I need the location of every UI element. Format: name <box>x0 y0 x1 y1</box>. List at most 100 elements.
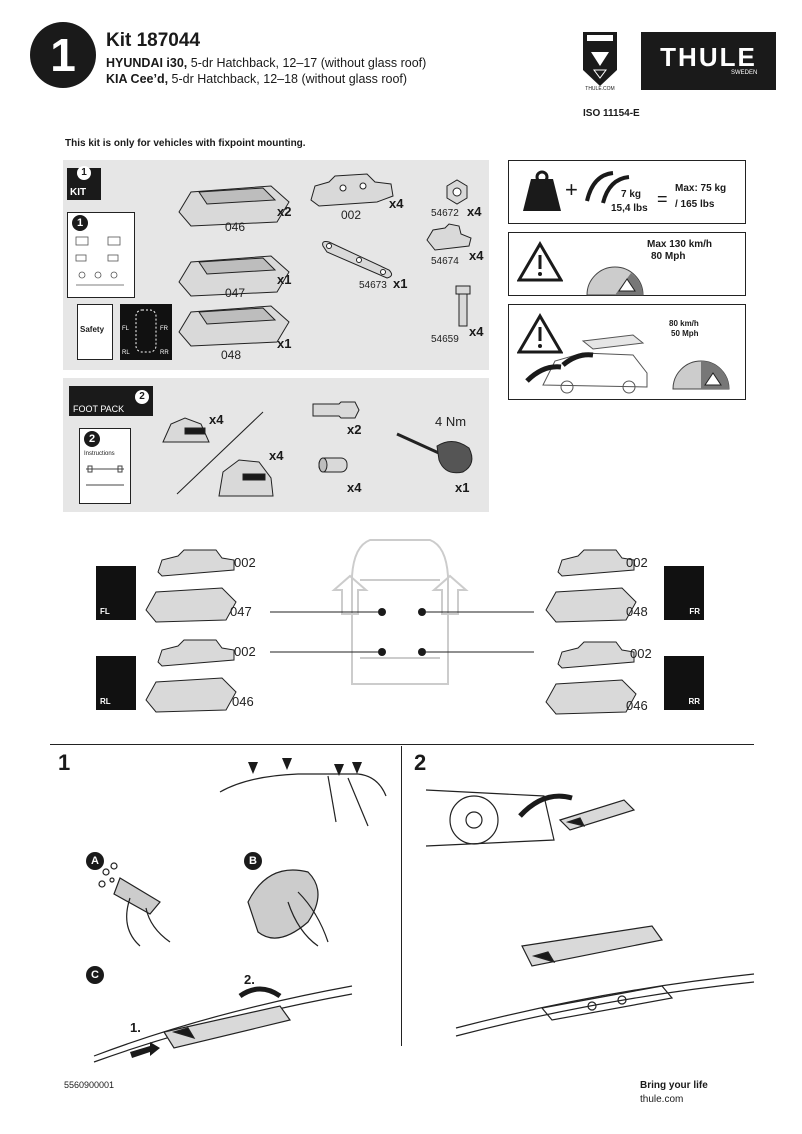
fr-bottom-part: 048 <box>626 604 648 619</box>
fr-top-part: 002 <box>626 555 648 570</box>
sub-step-c-badge: C <box>86 966 104 984</box>
arrow-label-1: 1. <box>130 1020 141 1035</box>
foot-b-qty: x4 <box>269 448 284 463</box>
fixpoint-notice: This kit is only for vehicles with fixpo… <box>65 138 306 149</box>
part-label-047: 047 <box>225 286 246 300</box>
lock-cylinder-icon <box>318 457 348 473</box>
hand-wiping-drawing <box>247 869 329 947</box>
max-speed: Max 130 km/h <box>647 239 713 250</box>
part-label-54659: 54659 <box>431 334 459 345</box>
kit-box-icon: 1 KIT <box>67 166 101 200</box>
rl-bottom-part: 046 <box>232 694 254 709</box>
equals-sign: = <box>657 189 668 209</box>
bracket-002-drawing <box>310 173 394 207</box>
sub-step-b-badge: B <box>244 852 262 870</box>
load-warning-box: + 7 kg 15,4 lbs = Max: 75 kg / 165 lbs <box>508 160 746 224</box>
foot-pack-panel: 2 FOOT PACK 2 Instructions x4 x4 x2 x4 4… <box>63 378 489 512</box>
bolt-54659-drawing <box>455 285 471 327</box>
foot-pack-box-icon: 2 FOOT PACK <box>69 386 153 416</box>
part-label-54674: 54674 <box>431 256 459 267</box>
position-tag-rl: RL <box>96 656 136 710</box>
sub-step-a-badge: A <box>86 852 104 870</box>
rr-bottom-part: 046 <box>626 698 648 713</box>
part-label-046: 046 <box>225 220 246 234</box>
safety-booklet: Safety <box>77 304 113 360</box>
peel-protective-film-drawing <box>93 985 353 1063</box>
rl-top-part: 002 <box>234 644 256 659</box>
position-tag-rr: RR <box>664 656 704 710</box>
diagonal-divider <box>176 411 264 495</box>
car-with-load-drawing <box>525 334 648 394</box>
roof-weight-lbs: 15,4 lbs <box>611 203 648 214</box>
guarantee-shield-icon <box>581 30 619 92</box>
part-label-048: 048 <box>221 348 242 362</box>
weight-icon <box>523 170 561 211</box>
arrow-label-2: 2. <box>244 972 255 987</box>
guarantee-url: THULE.COM <box>585 86 615 92</box>
vehicle-line-2: KIA Cee’d, 5-dr Hatchback, 12–18 (withou… <box>106 72 408 86</box>
foot-a-qty: x4 <box>209 412 224 427</box>
part-qty-048: x1 <box>277 336 292 351</box>
iso-standard: ISO 11154-E <box>583 108 640 119</box>
foot-pack-instructions-booklet: 2 Instructions <box>79 428 131 504</box>
feet-drawing <box>162 417 274 497</box>
torque-label: 4 Nm <box>435 414 467 429</box>
part-qty-54673: x1 <box>393 276 408 291</box>
part-qty-047: x1 <box>277 272 292 287</box>
speed-warning-box: Max 130 km/h 80 Mph <box>508 232 746 296</box>
steps-divider-horizontal <box>50 744 754 745</box>
footer-tagline: Bring your life <box>640 1080 708 1091</box>
fl-top-part: 002 <box>234 555 256 570</box>
position-tag-fl: FL <box>96 566 136 620</box>
step-1-number: 1 <box>58 750 71 775</box>
torque-tool-icon <box>396 432 473 474</box>
document-code: 5560900001 <box>64 1080 115 1090</box>
part-label-002: 002 <box>341 208 362 222</box>
max-speed-mph: 80 Mph <box>651 251 686 262</box>
vehicle-line-1: HYUNDAI i30, 5-dr Hatchback, 12–17 (with… <box>106 56 427 70</box>
rr-foot-assembly-drawing <box>545 641 637 715</box>
rr-top-part: 002 <box>630 646 652 661</box>
fl-foot-assembly-drawing <box>145 549 237 623</box>
rl-foot-assembly-drawing <box>145 639 237 713</box>
placement-leader-lines <box>270 611 534 653</box>
position-diagram: FL FR RL RR <box>120 304 172 360</box>
fr-foot-assembly-drawing <box>545 549 637 623</box>
part-qty-54674: x4 <box>469 248 484 263</box>
warning-triangle-icon <box>517 313 563 354</box>
footer-url: thule.com <box>640 1094 684 1105</box>
max-load-lbs: / 165 lbs <box>675 199 715 210</box>
key-icon <box>312 401 360 419</box>
roof-bars-icon <box>585 171 630 204</box>
key-qty: x2 <box>347 422 362 437</box>
clip-54674-drawing <box>426 223 472 251</box>
part-qty-54672: x4 <box>467 204 482 219</box>
dashboard-storage-drawing <box>425 789 636 847</box>
plate-54673-drawing <box>322 241 393 279</box>
part-label-54673: 54673 <box>359 280 387 291</box>
hand-applying-cleaner-drawing <box>98 862 171 947</box>
adapter-pads-drawing <box>178 185 290 347</box>
thule-logo: THULE SWEDEN <box>641 32 776 90</box>
position-tag-fr: FR <box>664 566 704 620</box>
roof-fixpoint-drawing <box>219 758 387 827</box>
plus-sign: + <box>565 177 578 202</box>
lock-qty: x4 <box>347 480 362 495</box>
kit-panel: 1 KIT 1 Safety FL FR RL RR <box>63 160 489 370</box>
kit-instructions-booklet: 1 <box>67 212 135 298</box>
step-number-badge: 1 <box>30 22 96 88</box>
speed-small-mph: 50 Mph <box>671 329 699 338</box>
fl-bottom-part: 047 <box>230 604 252 619</box>
steps-divider-vertical <box>401 746 402 1046</box>
warning-triangle-icon <box>517 241 563 282</box>
kit-title: Kit 187044 <box>106 30 201 51</box>
part-qty-54659: x4 <box>469 324 484 339</box>
step-2-number: 2 <box>414 750 427 775</box>
nut-54672-drawing <box>446 179 468 205</box>
part-qty-046: x2 <box>277 204 292 219</box>
roof-weight: 7 kg <box>621 189 642 200</box>
tool-qty: x1 <box>455 480 470 495</box>
speedometer-icon <box>586 266 644 296</box>
part-qty-002: x4 <box>389 196 404 211</box>
part-label-54672: 54672 <box>431 208 459 219</box>
